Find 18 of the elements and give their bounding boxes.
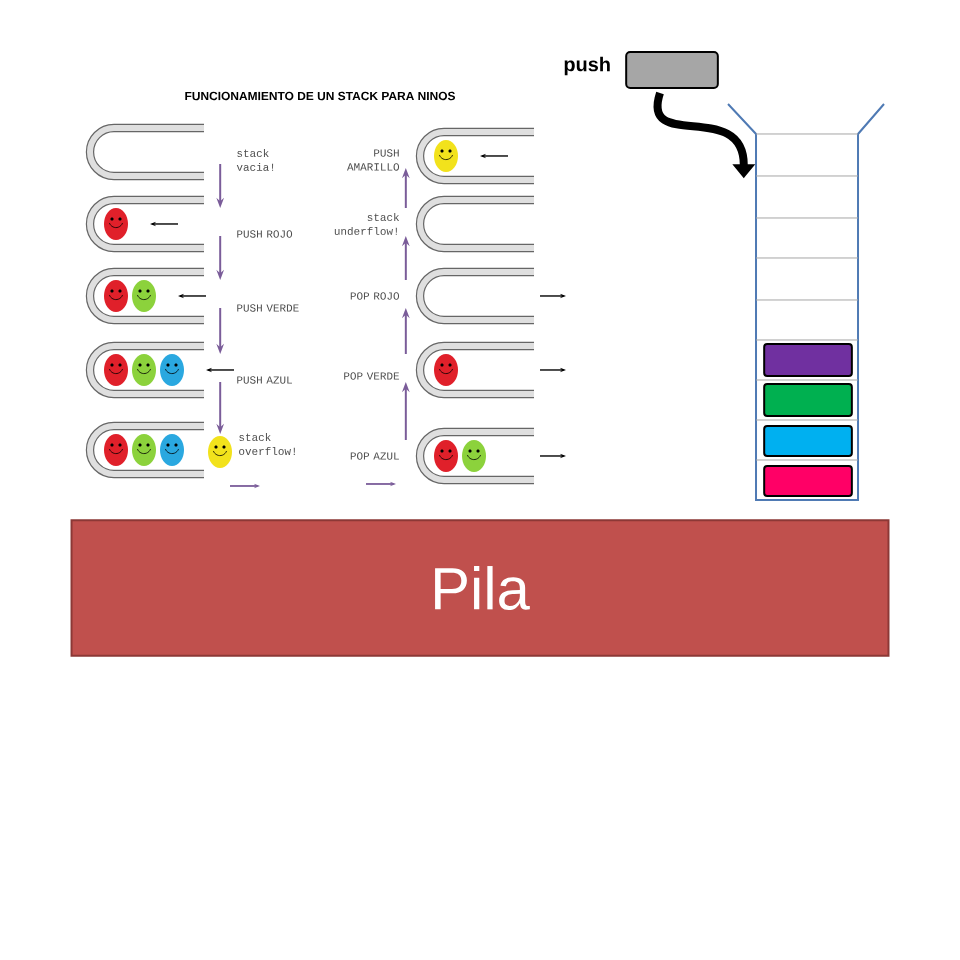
tube-drawing: [85, 195, 204, 253]
button-label: push: [564, 56, 610, 76]
tube-drawing: [415, 267, 534, 325]
stack-block: [763, 383, 853, 417]
tube-drawing: [415, 127, 534, 185]
tube-drawing: [85, 123, 204, 181]
title-band: Pila: [70, 519, 890, 657]
stack-block: [763, 343, 853, 377]
tube-drawing: [85, 341, 204, 399]
stack-block: [763, 465, 853, 497]
push-button: [625, 51, 719, 89]
tube-drawing: [415, 427, 534, 485]
stack-container: [727, 103, 885, 501]
tube-drawing: [85, 421, 204, 479]
stack-block: [763, 425, 853, 457]
tube-drawing: [415, 341, 534, 399]
tube-drawing: [415, 195, 534, 253]
tube-drawing: [85, 267, 204, 325]
